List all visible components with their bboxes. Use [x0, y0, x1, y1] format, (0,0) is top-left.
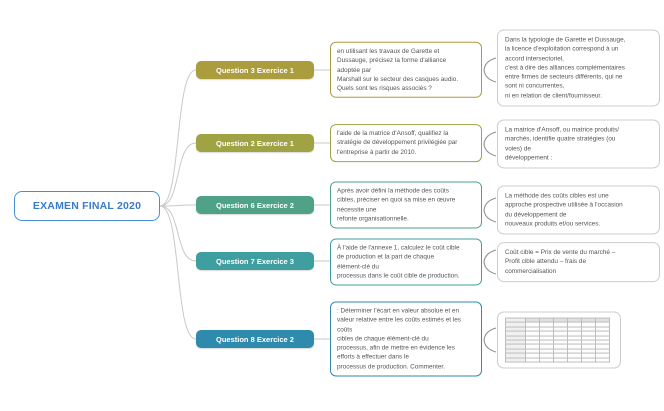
question-box-1[interactable]: l'aide de la matrice d'Ansoff, qualifiez… [330, 124, 482, 162]
answer-text-0: Dans la typologie de Garette et Dussauge… [505, 36, 626, 100]
answer-text-1: La matrice d'Ansoff, ou matrice produits… [505, 126, 620, 162]
answer-box-2[interactable]: La méthode des coûts cibles est une appr… [497, 185, 660, 235]
question-box-4[interactable]: : Déterminer l'écart en valeur absolue e… [330, 301, 482, 377]
question-node-1[interactable]: Question 2 Exercice 1 [196, 134, 314, 152]
cost-table [505, 317, 613, 363]
question-node-4[interactable]: Question 8 Exercice 2 [196, 330, 314, 348]
brace-icon [483, 131, 497, 157]
brace-icon [483, 249, 497, 275]
question-node-0[interactable]: Question 3 Exercice 1 [196, 61, 314, 79]
question-text-0: en utilisant les travaux de Garette et D… [337, 47, 459, 92]
answer-box-0[interactable]: Dans la typologie de Garette et Dussauge… [497, 29, 660, 107]
question-text-3: À l'aide de l'annexe 1, calculez le coût… [337, 244, 460, 280]
question-node-3[interactable]: Question 7 Exercice 3 [196, 252, 314, 270]
branch-line [159, 69, 197, 207]
branch-line [159, 204, 197, 207]
question-text-2: Après avoir défini la méthode des coûts … [337, 187, 456, 223]
question-box-0[interactable]: en utilisant les travaux de Garette et D… [330, 41, 482, 99]
answer-box-3[interactable]: Coût cible = Prix de vente du marché – P… [497, 242, 660, 282]
branch-line [159, 142, 197, 207]
branch-line [159, 205, 197, 262]
question-box-2[interactable]: Après avoir défini la méthode des coûts … [330, 181, 482, 229]
question-box-3[interactable]: À l'aide de l'annexe 1, calculez le coût… [330, 238, 482, 286]
answer-box-4[interactable] [497, 311, 621, 369]
root-node[interactable]: EXAMEN FINAL 2020 [14, 191, 160, 221]
root-label: EXAMEN FINAL 2020 [32, 200, 142, 212]
branch-line [159, 205, 197, 340]
answer-text-3: Coût cible = Prix de vente du marché – P… [505, 249, 616, 275]
brace-icon [483, 57, 497, 83]
answer-box-1[interactable]: La matrice d'Ansoff, ou matrice produits… [497, 119, 660, 169]
brace-icon [483, 197, 497, 223]
brace-icon [483, 327, 497, 353]
question-text-4: : Déterminer l'écart en valeur absolue e… [337, 307, 461, 371]
question-node-2[interactable]: Question 6 Exercice 2 [196, 196, 314, 214]
question-text-1: l'aide de la matrice d'Ansoff, qualifiez… [337, 130, 458, 156]
answer-text-2: La méthode des coûts cibles est une appr… [505, 192, 623, 228]
